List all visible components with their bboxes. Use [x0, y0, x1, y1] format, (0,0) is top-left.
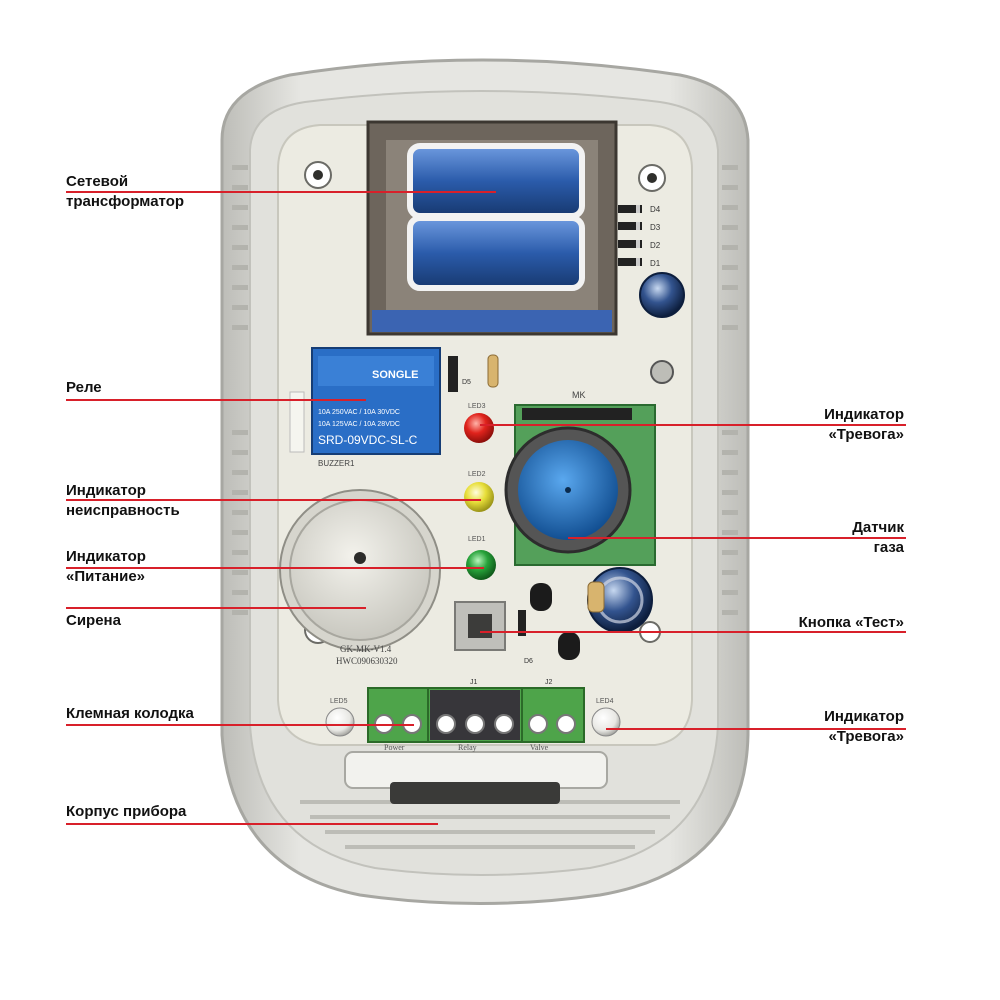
leader-line-relay — [66, 399, 366, 401]
terminal-label-relay: Relay — [458, 743, 477, 752]
label-gas-line2: газа — [873, 539, 904, 556]
led-yellow — [464, 482, 494, 512]
leader-line-transformer — [66, 191, 496, 193]
terminal-label-valve: Valve — [530, 743, 549, 752]
capacitor — [639, 272, 685, 318]
transformer — [366, 120, 618, 336]
diode-label-d4: D4 — [650, 205, 661, 214]
label-fault-line1: Индикатор — [66, 482, 146, 499]
label-gas-sensor: Датчик газа — [852, 518, 904, 558]
label-gas-line1: Датчик — [852, 519, 904, 536]
diode-label-d3: D3 — [650, 223, 661, 232]
terminal-header-j1: J1 — [470, 679, 478, 686]
label-siren-line1: Сирена — [66, 612, 121, 629]
label-power-line2: «Питание» — [66, 568, 145, 585]
relay-ratings-left: 10A 250VAC / 10A 30VDC — [318, 409, 400, 416]
relay — [289, 347, 441, 455]
label-power-indicator: Индикатор «Питание» — [66, 547, 146, 587]
label-alarm-bottom-line1: Индикатор — [824, 708, 904, 725]
relay-model: SRD-09VDC-SL-C — [318, 433, 418, 447]
led-clear-right — [591, 707, 621, 737]
test-button — [454, 601, 506, 651]
label-test-line1: Кнопка «Тест» — [798, 614, 904, 631]
leader-line-power — [66, 567, 484, 569]
label-fault-line2: неисправность — [66, 502, 180, 519]
led-label-5: LED5 — [330, 698, 348, 705]
diode-label-d5: D5 — [462, 379, 471, 386]
led-label-3: LED3 — [468, 403, 486, 410]
terminal-block — [367, 687, 585, 743]
label-relay: Реле — [66, 378, 102, 398]
led-red — [464, 413, 494, 443]
terminal-header-j2: J2 — [545, 679, 553, 686]
label-transformer-line1: Сетевой — [66, 173, 129, 190]
label-terminal-line1: Клемная колодка — [66, 705, 194, 722]
led-label-2: LED2 — [468, 471, 486, 478]
label-power-line1: Индикатор — [66, 548, 146, 565]
mk-label: MK — [572, 390, 586, 400]
label-transformer-line2: трансформатор — [66, 193, 185, 210]
leader-line-terminal — [66, 724, 414, 726]
label-fault-indicator: Индикатор неисправность — [66, 481, 180, 521]
label-relay-line1: Реле — [66, 379, 102, 396]
board-model: GK-MK-V1.4 — [340, 644, 392, 654]
leader-line-alarm-bottom — [606, 728, 906, 730]
diode-label-d2: D2 — [650, 241, 661, 250]
leader-line-siren — [66, 607, 366, 609]
diode-label-d6: D6 — [524, 658, 533, 665]
buzzer-code: BUZZER1 — [318, 459, 355, 468]
label-alarm-bottom-line2: «Тревога» — [828, 728, 904, 745]
label-housing: Корпус прибора — [66, 802, 186, 822]
led-clear-left — [325, 707, 355, 737]
label-terminal-block: Клемная колодка — [66, 704, 194, 724]
relay-ratings-right: 10A 125VAC / 10A 28VDC — [318, 421, 400, 428]
label-alarm-top-line2: «Тревога» — [828, 426, 904, 443]
leader-line-fault — [66, 499, 481, 501]
label-alarm-indicator-top: Индикатор «Тревога» — [824, 405, 904, 445]
diode-label-d1: D1 — [650, 259, 661, 268]
leader-line-gas-sensor — [568, 537, 906, 539]
label-transformer: Сетевой трансформатор — [66, 172, 184, 212]
relay-brand: SONGLE — [372, 369, 418, 381]
gas-sensor-module — [504, 404, 656, 566]
led-green — [466, 550, 496, 580]
leader-line-alarm-top — [480, 424, 906, 426]
siren — [279, 489, 441, 651]
led-label-4: LED4 — [596, 698, 614, 705]
label-alarm-top-line1: Индикатор — [824, 406, 904, 423]
label-alarm-indicator-bottom: Индикатор «Тревога» — [824, 707, 904, 747]
board-code: HWC090630320 — [336, 656, 398, 666]
label-siren: Сирена — [66, 611, 121, 631]
label-housing-line1: Корпус прибора — [66, 803, 187, 820]
leader-line-test-button — [480, 631, 906, 633]
label-test-button: Кнопка «Тест» — [799, 613, 904, 633]
terminal-label-power: Power — [384, 743, 405, 752]
led-label-1: LED1 — [468, 536, 486, 543]
leader-line-housing — [66, 823, 438, 825]
